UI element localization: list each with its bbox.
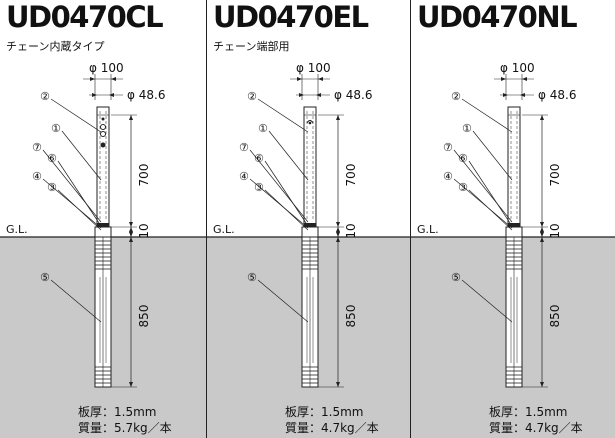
dim-ground-gap: 10 (548, 223, 562, 238)
callout-label: ④ (239, 170, 249, 183)
ground-line-label: G.L. (417, 223, 439, 236)
spec-thickness: 板厚：1.5mm (489, 405, 568, 419)
spec-weight: 質量：5.7kg／本 (78, 421, 172, 435)
callout-label: ② (247, 90, 257, 103)
panel-divider-1 (206, 0, 207, 438)
spec-weight: 質量：4.7kg／本 (489, 421, 583, 435)
product-title: UD0470CL (6, 0, 164, 34)
callout-label: ③ (458, 181, 468, 194)
dim-above-ground: 700 (137, 164, 151, 187)
callout-label: ④ (32, 170, 42, 183)
dim-base-width: φ 100 (89, 61, 124, 75)
callout-label: ③ (254, 181, 264, 194)
ground-line-label: G.L. (6, 223, 28, 236)
dim-base-width: φ 100 (500, 61, 535, 75)
dim-below-ground: 850 (137, 305, 151, 328)
callout-label: ① (51, 122, 61, 135)
chain-ring (100, 124, 106, 130)
callout-label: ④ (443, 170, 453, 183)
dim-ground-gap: 10 (137, 223, 151, 238)
product-subtitle: チェーン内蔵タイプ (6, 40, 105, 53)
post-body (507, 106, 521, 228)
ground-collar (301, 226, 319, 238)
chain-hook (306, 120, 314, 124)
callout-label: ① (462, 122, 472, 135)
dim-post-diameter: φ 48.6 (538, 88, 576, 102)
spec-thickness: 板厚：1.5mm (285, 405, 364, 419)
callout-label: ⑤ (40, 271, 50, 284)
callout-label: ② (40, 90, 50, 103)
dim-above-ground: 700 (344, 164, 358, 187)
callout-label: ⑦ (32, 141, 42, 154)
panel-divider-2 (410, 0, 411, 438)
callout-label: ③ (47, 181, 57, 194)
ground-collar (505, 226, 523, 238)
ground-collar (94, 226, 112, 238)
ground-line-label: G.L. (213, 223, 235, 236)
post-body (303, 106, 317, 228)
dim-below-ground: 850 (344, 305, 358, 328)
dim-ground-gap: 10 (344, 223, 358, 238)
dim-post-diameter: φ 48.6 (127, 88, 165, 102)
callout-label: ⑥ (458, 152, 468, 165)
callout-label: ① (258, 122, 268, 135)
dim-post-diameter: φ 48.6 (334, 88, 372, 102)
product-title: UD0470EL (213, 0, 369, 34)
spec-weight: 質量：4.7kg／本 (285, 421, 379, 435)
product-title: UD0470NL (417, 0, 578, 34)
callout-label: ⑤ (247, 271, 257, 284)
spec-thickness: 板厚：1.5mm (78, 405, 157, 419)
callout-label: ⑤ (451, 271, 461, 284)
callout-label: ⑦ (239, 141, 249, 154)
product-subtitle: チェーン端部用 (213, 40, 290, 53)
callout-label: ② (451, 90, 461, 103)
dim-below-ground: 850 (548, 305, 562, 328)
dim-above-ground: 700 (548, 164, 562, 187)
dim-base-width: φ 100 (296, 61, 331, 75)
callout-label: ⑦ (443, 141, 453, 154)
callout-label: ⑥ (47, 152, 57, 165)
callout-label: ⑥ (254, 152, 264, 165)
